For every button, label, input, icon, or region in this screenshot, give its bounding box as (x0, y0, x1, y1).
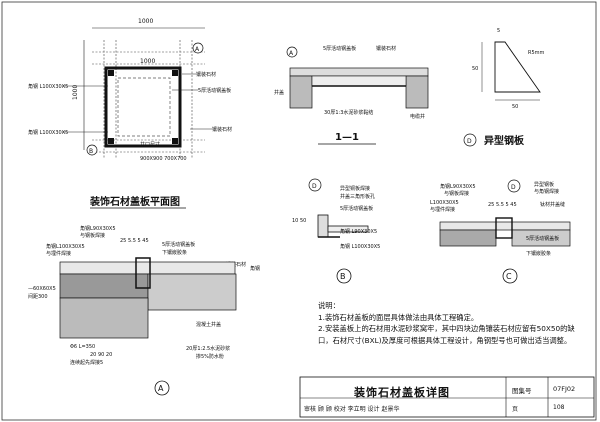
titleblock-page-no: 108 (553, 404, 565, 411)
detail-c-dims: 25 5.5 5 45 (488, 202, 517, 208)
detail-a-l11: 连续起先焊接5 (70, 359, 103, 366)
plan-dim-inner: 1000 (140, 58, 155, 65)
section-callout-a (286, 46, 298, 58)
svg-text:C: C (506, 272, 512, 281)
plan-opening-sizes: 900X900 700X700 (140, 156, 187, 162)
svg-text:B: B (89, 148, 93, 155)
detail-a-l9: 间距300 (28, 293, 48, 300)
profile-dim-width: 50 (512, 104, 518, 110)
svg-text:B: B (340, 272, 346, 281)
detail-a-l10: Φ6 L=350 (70, 344, 95, 350)
detail-c-d-ref (507, 179, 521, 193)
detail-b-l4: 角钢 L90X30X5 (340, 228, 377, 235)
plan-title: 装饰石材盖板平面图 (89, 195, 180, 208)
notes-item-2: 2.安装盖板上的石材用水泥砂浆窝牢，其中四块边角镶装石材应留有50X50的缺口，… (318, 324, 575, 345)
section-label-stone: 镶装石材 (376, 45, 396, 52)
section-label-pit: 电缆井 (410, 113, 425, 120)
titleblock-set-no: 07FJ02 (553, 385, 576, 393)
section-title: 1—1 (335, 132, 359, 143)
profile-title: 异型钢板 (484, 134, 525, 147)
detail-c-l8: 5厚活动钢盖板 (526, 235, 559, 242)
detail-b-l1: 异型铜板焊接 (340, 185, 370, 192)
detail-b: D 异型铜板焊接 井盖三角形板孔 5厚活动钢盖板 10 50 角钢 L90X30… (292, 178, 380, 284)
detail-a-l1: 角钢L90X30X5 (80, 225, 116, 232)
titleblock-title: 装饰石材盖板详图 (354, 386, 450, 399)
notes-title: 说明： (318, 301, 340, 310)
title-block (299, 376, 595, 418)
profile-label-r: R5mm (528, 50, 545, 56)
detail-a-l8: —60X60X5 (28, 286, 56, 292)
svg-text:D: D (312, 183, 317, 190)
titleblock-set-label: 图集号 (512, 387, 532, 395)
plan-angle2: 角钢 L100X30X5 (28, 129, 68, 136)
profile-shape (494, 41, 541, 93)
detail-a-l13: 20厚1:2.5水泥砂浆 (186, 345, 230, 352)
detail-b-l3: 5厚活动钢盖板 (340, 205, 373, 212)
detail-a-callout (154, 380, 170, 396)
section-label-plate: 5厚活动钢盖板 (323, 45, 356, 52)
detail-a: 角钢L90X30X5 与钢板焊接 角钢L100X30X5 与埋件焊接 25 5.… (28, 225, 260, 396)
detail-c: 角钢L90X30X5 与钢板焊接 D 异型钢板 与角钢焊接 L100X30X5 … (430, 179, 571, 284)
detail-c-callout (502, 268, 518, 284)
detail-c-l4: 与埋件焊接 (430, 206, 455, 213)
detail-a-l2: 与钢板焊接 (80, 232, 105, 239)
svg-text:A: A (158, 384, 164, 393)
plan-dim-top: 1000 (138, 18, 153, 25)
detail-a-side: 角钢 (250, 265, 260, 272)
detail-c-l9: 下镶嵌胶条 (526, 250, 551, 257)
plan-dim-side: 1000 (72, 85, 79, 100)
plan-callout-a (192, 42, 204, 54)
svg-text:A: A (195, 46, 200, 53)
plan-label-plate: 5厚活动钢盖板 (198, 87, 231, 94)
svg-text:D: D (511, 184, 516, 191)
section-label-floor: 井盖 (274, 89, 284, 96)
detail-a-l4: 与埋件焊接 (46, 250, 71, 257)
detail-a-l3: 角钢L100X30X5 (46, 243, 85, 250)
detail-a-l7: 镶装石材 (226, 261, 246, 268)
notes-block: 说明： 1.装饰石材盖板的面层具体做法由具体工程确定。 2.安装盖板上的石材用水… (318, 300, 586, 346)
section-label-mortar: 30厚1:3水泥砂浆黏结 (324, 109, 373, 116)
svg-text:D: D (467, 138, 472, 145)
detail-a-dim-b: 20 90 20 (90, 352, 112, 358)
plan-frame (104, 66, 182, 148)
plan-view: 1000 1000 1000 角钢 L100X30X5 角钢 L100X30X5… (28, 18, 232, 209)
detail-a-l12: 混凝土井盖 (196, 321, 221, 328)
detail-c-l3: L100X30X5 (430, 200, 459, 206)
detail-b-dims: 10 50 (292, 218, 306, 224)
plan-opening (117, 77, 171, 137)
detail-b-callout (336, 268, 352, 284)
plan-label-stone2: 镶装石材 (212, 126, 232, 133)
titleblock-row: 审核 顾 顾 校对 李立明 设计 赵景华 (304, 406, 400, 413)
detail-c-l5: 异型钢板 (534, 181, 554, 188)
detail-c-l6: 与角钢焊接 (534, 188, 559, 195)
detail-b-l2: 井盖三角形板孔 (340, 193, 375, 200)
profile-dim-height: 50 (472, 66, 478, 72)
titleblock-page-label: 页 (512, 406, 519, 413)
detail-c-l7: 钛材井盖缝 (540, 201, 565, 208)
profile-dim-top: 5 (497, 28, 500, 34)
detail-a-l14: 掺5%防水粉 (196, 353, 224, 360)
detail-c-l2: 与钢板焊接 (444, 190, 469, 197)
profile-plate: 5 50 50 R5mm D 异型钢板 (463, 28, 545, 147)
svg-text:A: A (289, 50, 294, 57)
plan-label-opening: 井口尺寸 (140, 141, 160, 148)
plan-angle1: 角钢 L100X30X5 (28, 83, 68, 90)
detail-b-l5: 角钢 L100X30X5 (340, 243, 380, 250)
plan-callout-b (86, 144, 98, 156)
detail-c-l1: 角钢L90X30X5 (440, 183, 476, 190)
detail-a-dims: 25 5.5 5 45 (120, 238, 149, 244)
notes-item-1: 1.装饰石材盖板的面层具体做法由具体工程确定。 (318, 312, 479, 322)
section-1-1: A 5厚活动钢盖板 镶装石材 井盖 30厚1:3水泥砂浆黏结 电缆井 1—1 (274, 45, 429, 145)
plan-label-stone1: 镶装石材 (196, 71, 216, 78)
detail-a-l6: 下镶嵌胶条 (162, 249, 187, 256)
profile-callout (463, 133, 477, 147)
detail-b-d-ref (308, 178, 322, 192)
detail-a-l5: 5厚活动钢盖板 (162, 241, 195, 248)
